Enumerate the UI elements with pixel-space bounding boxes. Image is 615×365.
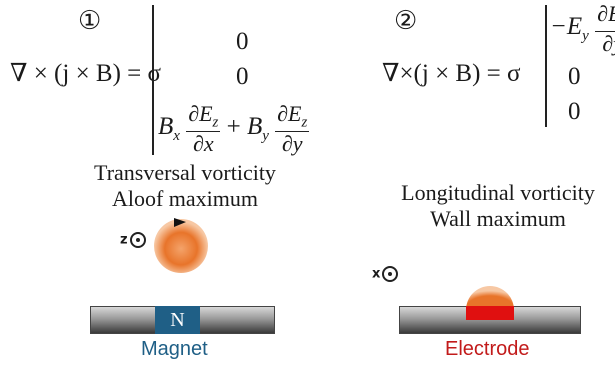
panel2-row1: −Ey ∂Bx ∂y — [550, 2, 615, 55]
panel1-row1: 0 — [236, 28, 249, 55]
panel2-determinant-bar — [545, 5, 547, 127]
panel1-z-axis-indicator: z — [120, 232, 146, 248]
out-of-plane-dot-icon — [382, 266, 399, 282]
panel1-number-badge: ① — [78, 6, 102, 36]
panel1-determinant-bar — [152, 5, 154, 155]
magnet-block: N — [155, 306, 200, 334]
magnet-label: Magnet — [141, 338, 208, 360]
panel1-row3: Bx ∂Ez ∂x + By ∂Ez ∂y — [158, 101, 310, 157]
panel2-lhs-text: ∇×(j × B) = σ — [382, 60, 521, 87]
panel1-caption-line2: Aloof maximum — [111, 186, 259, 211]
longitudinal-vortex-icon — [466, 286, 514, 310]
panel1-caption-line1: Transversal vorticity — [94, 160, 276, 185]
dez-dy-fraction: ∂Ez ∂y — [275, 101, 310, 157]
magnet-pole-label: N — [170, 309, 185, 331]
electrode-label: Electrode — [445, 338, 530, 360]
panel2-caption-line2: Wall maximum — [430, 206, 566, 231]
panel2-x-axis-indicator: x — [372, 266, 399, 282]
panel1-row2: 0 — [236, 63, 249, 90]
dbx-dy-fraction: ∂Bx ∂y — [595, 2, 615, 55]
panel2-row2: 0 — [568, 63, 581, 90]
by-symbol: By — [246, 113, 269, 145]
panel2-row3: 0 — [568, 98, 581, 125]
out-of-plane-dot-icon — [129, 232, 146, 248]
dez-dx-fraction: ∂Ez ∂x — [186, 101, 221, 157]
electrode-block — [466, 306, 514, 320]
panel2-caption: Longitudinal vorticity Wall maximum — [378, 180, 615, 232]
panel2-equation-lhs: ∇×(j × B) = σ — [382, 58, 521, 88]
minus-ey-symbol: −Ey — [550, 13, 589, 45]
panel1-caption: Transversal vorticity Aloof maximum — [70, 160, 300, 212]
transversal-vortex-icon — [154, 218, 208, 273]
panel2-caption-line1: Longitudinal vorticity — [401, 180, 595, 205]
panel1-equation-lhs: ∇ × (j × B) = σ — [10, 58, 161, 88]
plus-sign: + — [226, 113, 241, 141]
bx-symbol: Bx — [158, 113, 180, 145]
panel1-lhs-text: ∇ × (j × B) = σ — [10, 60, 162, 87]
panel2-number-badge: ② — [394, 6, 418, 36]
